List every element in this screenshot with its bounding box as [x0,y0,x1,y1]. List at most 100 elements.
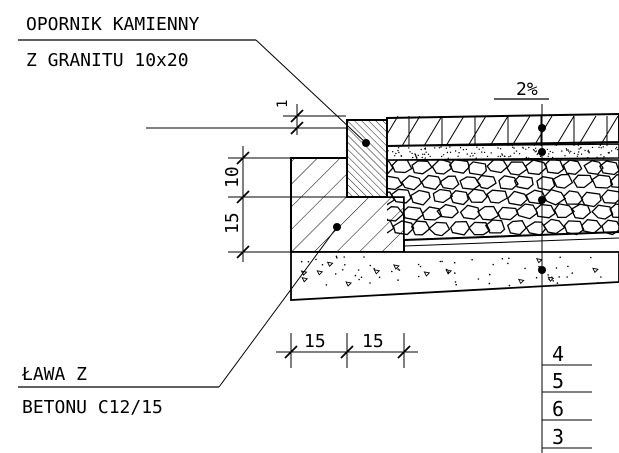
sand-grain [447,157,449,159]
sand-grain [427,153,430,155]
concrete-aggregate-stone [445,269,453,275]
sand-grain [518,153,521,155]
sand-grain [392,151,394,153]
sand-grain [429,155,431,158]
gravel-stone [439,175,460,190]
gravel-stone [401,174,423,191]
sand-grain [411,152,413,155]
concrete-aggregate-dot [358,278,360,281]
concrete-aggregate-stone [423,271,431,277]
concrete-aggregate-dot [477,278,480,280]
tile-hatch-line [467,116,487,146]
sand-grain [587,149,589,151]
concrete-aggregate-dot [315,258,317,261]
concrete-aggregate-dot [439,260,442,263]
sand-grain [400,155,403,157]
sand-grain [462,149,465,151]
gravel-stone [591,204,614,220]
sand-grain [573,152,576,155]
sand-grain [497,147,499,149]
concrete-aggregate-dot [373,267,376,270]
sand-grain [420,148,422,151]
slope-indicator: 2% [494,79,549,100]
gravel-stone [563,220,585,236]
sand-grain [549,150,551,153]
sand-grain [438,147,441,149]
gravel-stone [507,190,529,206]
offset-dim-label: 1 [275,100,291,108]
gravel-stone [580,191,602,208]
sand-grain [548,153,550,155]
sand-grain [580,153,583,155]
sand-grain [416,157,418,159]
sand-grain [483,151,486,154]
gravel-stone [432,188,454,204]
gravel-stone [390,188,412,204]
concrete-aggregate-dot [398,269,401,271]
gravel-stone [468,221,491,236]
concrete-aggregate-stone [326,261,334,267]
sand-grain [579,147,582,149]
layer-number-gravel: 6 [552,397,564,421]
sand-grain [535,150,537,152]
bench-width-left-label: 15 [304,331,326,352]
sand-grain [408,147,410,149]
membrane-line [403,237,619,247]
sand-grain [561,150,563,152]
sand-grain [449,146,451,148]
sand-grain [397,149,399,152]
sand-grain [551,156,554,159]
paving-tiles-layer [386,112,619,148]
concrete-aggregate-stone [393,264,400,270]
sand-grain [568,150,570,152]
sand-grain [603,156,605,158]
bench-label-line1: ŁAWA Z [21,364,87,385]
concrete-aggregate-stone [373,269,381,275]
bench-callout: ŁAWA Z BETONU C12/15 [18,223,341,418]
sand-grain [588,152,590,154]
sand-grain [395,152,397,155]
concrete-aggregate-dot [447,271,450,273]
sand-grain [471,152,473,154]
concrete-aggregate-dot [454,272,456,274]
concrete-aggregate-dot [336,256,338,259]
sand-grain [454,150,457,152]
sand-grain [565,148,568,150]
sand-grain [584,149,586,152]
sand-grain [475,157,477,159]
sand-grain [560,158,563,160]
concrete-aggregate-dot [590,256,592,259]
gravel-stone [410,189,431,206]
gravel-stone [599,160,619,176]
sand-grain [423,153,426,155]
sand-grain [600,154,602,156]
gravel-stone [449,220,471,236]
gravel-stone [402,206,424,221]
concrete-aggregate-dot [501,257,504,260]
concrete-aggregate-dot [417,275,420,278]
sand-grain [503,155,506,157]
hdim-tick-right [397,345,411,359]
concrete-aggregate-stone [345,281,352,287]
sand-grain [478,148,480,150]
sand-grain [534,151,536,153]
sand-grain [449,151,452,153]
gravel-stone [562,160,583,175]
concrete-aggregate-dot [357,269,360,271]
sand-grain [615,146,618,149]
concrete-aggregate-dot [508,257,510,260]
sand-grain [531,158,533,160]
gravel-stone [552,173,574,189]
gravel-stone [410,220,431,236]
concrete-aggregate-dot [524,267,526,270]
gravel-layer [386,159,619,247]
sand-grain [587,156,589,159]
sand-grain [509,155,512,157]
gravel-stone [431,160,453,175]
layer-dot-sand [538,148,546,156]
concrete-aggregate-dot [559,256,561,259]
gravel-stone [591,174,614,189]
bench-width-right-label: 15 [362,331,384,352]
curb-label-line2: Z GRANITU 10x20 [26,50,189,71]
sand-grain [474,152,476,155]
